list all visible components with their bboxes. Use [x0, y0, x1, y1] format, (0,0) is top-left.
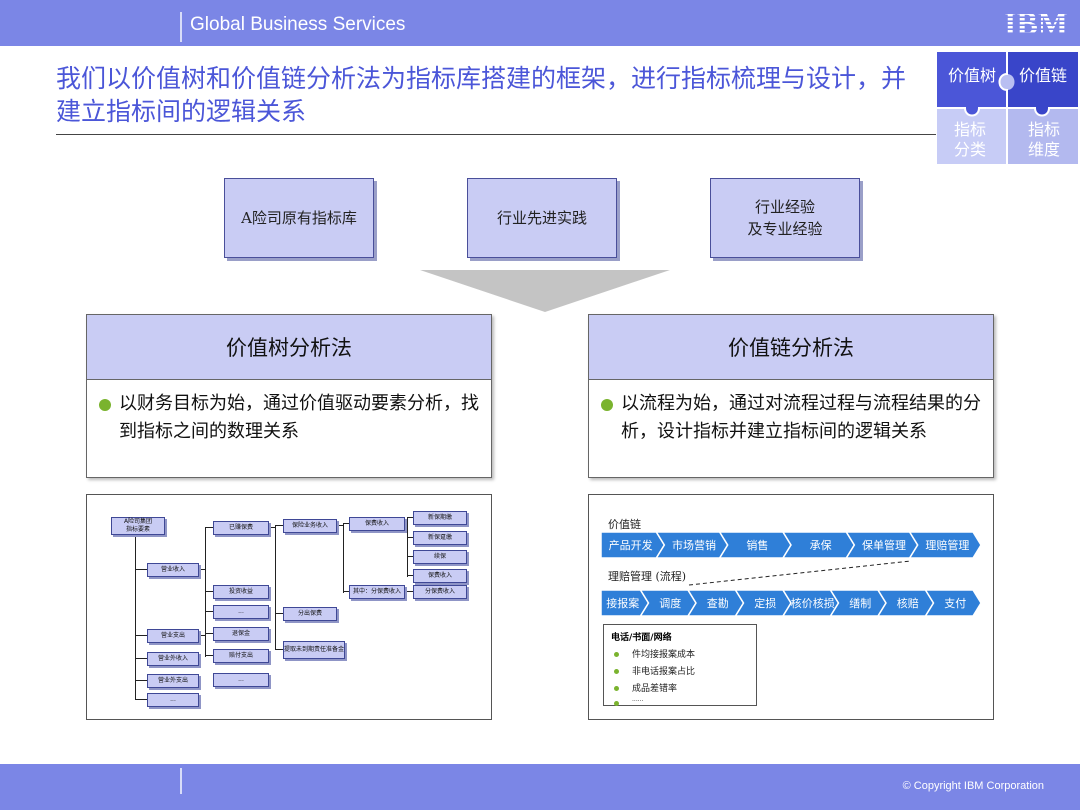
puzzle-graphic: 价值树 价值链 指标分类 指标维度 — [937, 52, 1078, 164]
funnel-arrow-icon — [420, 270, 670, 312]
tree-node-root: A险司集团 指标要素 — [111, 517, 165, 535]
method-value-chain: 价值链分析法 以流程为始，通过对流程过程与流程结果的分析，设计指标并建立指标间的… — [588, 314, 994, 478]
tree-node: 续保 — [413, 550, 467, 564]
footer-divider — [180, 768, 182, 794]
brand-label: Global Business Services — [190, 14, 406, 35]
process-step-label: 核赔 — [897, 596, 919, 610]
source-box-experience: 行业经验 及专业经验 — [710, 178, 860, 258]
kpi-item: 非电话报案占比 — [632, 667, 696, 677]
tree-node: 其中：分保费收入 — [349, 585, 405, 599]
puzzle-value-tree: 价值树 — [947, 66, 996, 85]
tree-node: 营业外收入 — [147, 652, 199, 666]
puzzle-value-chain: 价值链 — [1018, 66, 1067, 85]
process-step-label: 调度 — [659, 596, 681, 610]
tree-node: 分出保费 — [283, 607, 337, 621]
tree-node: 分保费收入 — [413, 585, 467, 599]
value-chain-step — [908, 531, 982, 559]
tree-node: 保费收入 — [349, 517, 405, 531]
bullet-icon — [614, 686, 619, 691]
tree-node: 保险业务收入 — [283, 519, 337, 533]
tree-node: ... — [147, 693, 199, 707]
tree-node: 退保金 — [213, 627, 269, 641]
process-step-label: 定损 — [754, 596, 776, 610]
page-title: 我们以价值树和价值链分析法为指标库搭建的框架，进行指标梳理与设计，并建立指标间的… — [56, 64, 907, 126]
source-box-existing-library: A险司原有指标库 — [224, 178, 374, 258]
tree-node: 营业外支出 — [147, 674, 199, 688]
method-value-tree-title: 价值树分析法 — [87, 315, 491, 380]
value-chain-step-label: 理赔管理 — [925, 538, 969, 552]
tree-node: 投资收益 — [213, 585, 269, 599]
value-chain-step-label: 保单管理 — [862, 538, 906, 552]
footer-bar: © Copyright IBM Corporation — [0, 764, 1080, 810]
source-box-best-practice: 行业先进实践 — [467, 178, 617, 258]
method-value-chain-text: 以流程为始，通过对流程过程与流程结果的分析，设计指标并建立指标间的逻辑关系 — [621, 393, 981, 442]
puzzle-kpi-category: 指标分类 — [953, 120, 986, 159]
value-chain-step-label: 销售 — [746, 538, 768, 552]
bullet-icon — [99, 399, 111, 411]
method-value-tree-text: 以财务目标为始，通过价值驱动要素分析，找到指标之间的数理关系 — [119, 393, 479, 442]
ibm-logo: IBM — [1004, 6, 1068, 38]
process-dashed-connector — [688, 560, 912, 586]
bullet-icon — [601, 399, 613, 411]
tree-node: 新保趸缴 — [413, 531, 467, 545]
kpi-box-title: 电话/书面/网络 — [611, 633, 672, 643]
tree-node: ... — [213, 605, 269, 619]
value-chain-step-label: 产品开发 — [609, 538, 653, 552]
process-step-label: 缮制 — [849, 596, 871, 610]
tree-node: ... — [213, 673, 269, 687]
svg-text:IBM: IBM — [1004, 6, 1068, 38]
tree-node: 提取未到期责任准备金 — [283, 641, 345, 659]
puzzle-pieces-icon — [937, 52, 1078, 164]
tree-node: 已赚保费 — [213, 521, 269, 535]
value-chain-step-label: 市场营销 — [672, 538, 716, 552]
process-chevrons: 接报案 调度 查勘 定损 核价核损缮制 核赔 支付 — [601, 589, 982, 617]
kpi-item: 件均接报案成本 — [632, 650, 696, 660]
process-step-label: 查勘 — [707, 596, 729, 610]
value-chain-step-label: 承保 — [810, 538, 832, 552]
tree-node: 赔付支出 — [213, 649, 269, 663]
kpi-item: 成品差错率 — [632, 684, 678, 694]
tree-node: 营业收入 — [147, 563, 199, 577]
method-value-chain-title: 价值链分析法 — [589, 315, 993, 380]
copyright-text: © Copyright IBM Corporation — [902, 780, 1044, 792]
process-label: 理赔管理 (流程) — [608, 570, 687, 583]
header-bar: Global Business Services IBM — [0, 0, 1080, 46]
method-value-tree: 价值树分析法 以财务目标为始，通过价值驱动要素分析，找到指标之间的数理关系 — [86, 314, 492, 478]
bullet-icon — [614, 652, 619, 657]
title-divider — [56, 134, 936, 135]
process-step-label: 接报案 — [606, 596, 639, 610]
puzzle-kpi-dimension: 指标维度 — [1027, 120, 1060, 159]
bullet-icon — [614, 669, 619, 674]
process-step-label: 核价核损 — [791, 596, 835, 610]
bullet-icon — [614, 701, 619, 706]
tree-node: 营业支出 — [147, 629, 199, 643]
process-step — [924, 589, 982, 617]
process-step-label: 支付 — [944, 597, 966, 610]
value-chain-chevrons: 产品开发 市场营销 销售 承保 保单管理 理赔管理 — [601, 531, 982, 559]
value-tree-diagram: A险司集团 指标要素 营业收入 营业支出 营业外收入 营业外支出 ... 已赚保… — [86, 494, 492, 720]
header-divider — [180, 12, 182, 42]
tree-node: 新保期缴 — [413, 511, 467, 525]
kpi-box: 电话/书面/网络 件均接报案成本 非电话报案占比 成品差错率 ...... — [603, 624, 757, 706]
kpi-item: ...... — [632, 696, 644, 703]
value-chain-label: 价值链 — [608, 518, 641, 531]
tree-node: 保费收入 — [413, 569, 467, 583]
